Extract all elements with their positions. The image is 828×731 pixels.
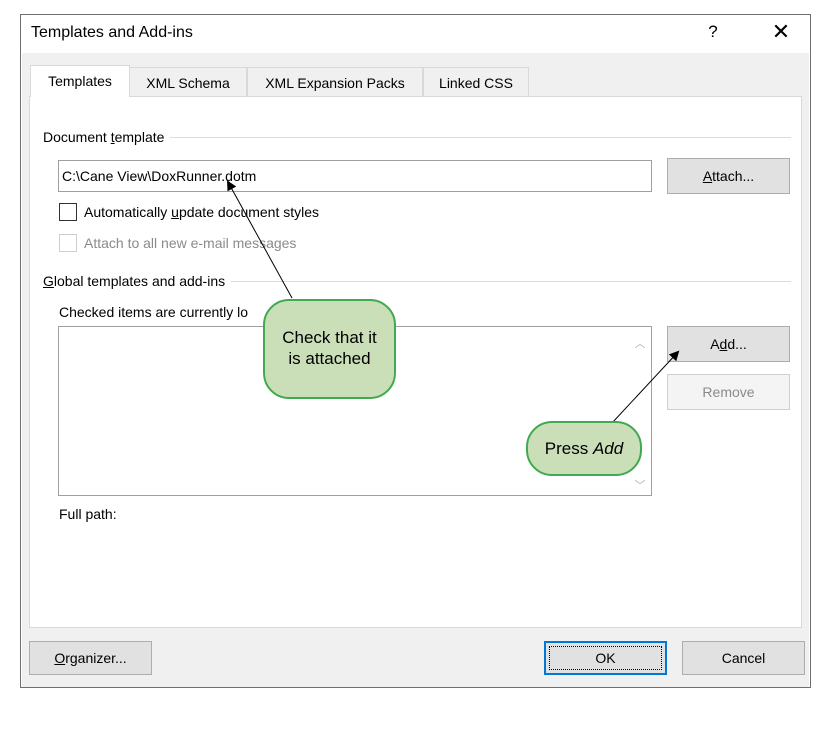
close-icon: ✕: [771, 19, 791, 44]
cancel-button[interactable]: Cancel: [682, 641, 805, 675]
focus-rect: [549, 646, 662, 670]
tab-xml-expansion-packs[interactable]: XML Expansion Packs: [247, 67, 423, 97]
attach-email-label: Attach to all new e-mail messages: [84, 235, 297, 251]
remove-button[interactable]: Remove: [667, 374, 790, 410]
window-title: Templates and Add-ins: [31, 24, 193, 41]
global-templates-group-label: Global templates and add-ins: [43, 273, 232, 289]
attach-email-checkbox[interactable]: [59, 234, 77, 252]
templates-addins-dialog: Templates and Add-ins ? ✕ Templates XML …: [20, 14, 811, 688]
document-template-path-input[interactable]: C:\Cane View\DoxRunner.dotm: [58, 160, 652, 192]
scroll-down-icon[interactable]: ﹀: [634, 480, 646, 492]
tab-templates[interactable]: Templates: [30, 65, 130, 97]
scroll-up-icon[interactable]: ︿: [634, 338, 646, 350]
global-templates-divider: [43, 281, 791, 282]
add-button[interactable]: Add...: [667, 326, 790, 362]
title-bar: Templates and Add-ins ? ✕: [21, 15, 810, 53]
press-add-callout: Press Add: [526, 421, 642, 476]
help-button[interactable]: ?: [708, 22, 718, 41]
document-template-group-label: Document template: [43, 129, 171, 145]
checked-items-hint: Checked items are currently lo: [59, 304, 249, 320]
ok-button[interactable]: OK: [544, 641, 667, 675]
tab-linked-css[interactable]: Linked CSS: [423, 67, 529, 97]
close-button[interactable]: ✕: [767, 18, 795, 46]
full-path-label: Full path:: [59, 506, 117, 522]
callout-line-1: Check that it: [282, 328, 377, 347]
auto-update-label: Automatically update document styles: [84, 204, 320, 220]
auto-update-checkbox[interactable]: [59, 203, 77, 221]
organizer-button[interactable]: Organizer...: [29, 641, 152, 675]
document-template-divider: [43, 137, 791, 138]
check-attached-callout: Check that it is attached: [263, 299, 396, 399]
callout-line-2: is attached: [288, 349, 371, 368]
attach-button[interactable]: Attach...: [667, 158, 790, 194]
tab-xml-schema[interactable]: XML Schema: [129, 67, 247, 97]
